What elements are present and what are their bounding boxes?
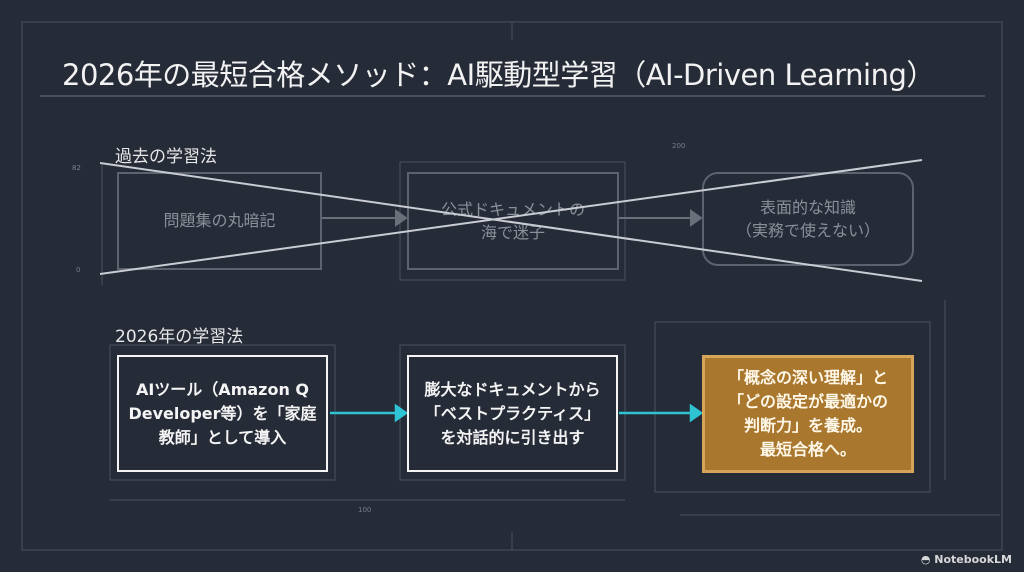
past-section-label: 過去の学習法 — [115, 147, 217, 167]
page-title: 2026年の最短合格メソッド：AI駆動型学習（AI-Driven Learnin… — [62, 58, 935, 92]
future-step-1: AIツール（Amazon Q Developer等）を「家庭 教師」として導入 — [117, 355, 328, 472]
brand-label: NotebookLM — [934, 553, 1012, 566]
notebooklm-icon: ◓ — [920, 553, 935, 566]
past-step-1: 問題集の丸暗記 — [117, 172, 322, 270]
future-step-2: 膨大なドキュメントから 「ベストプラクティス」 を対話的に引き出す — [407, 355, 618, 472]
dimension-label: 0 — [76, 266, 81, 274]
future-arrows — [330, 403, 704, 423]
dimension-label: 200 — [672, 142, 686, 150]
past-step-2: 公式ドキュメントの 海で迷子 — [407, 172, 619, 270]
past-arrows — [322, 209, 703, 227]
dimension-label: 100 — [358, 506, 372, 514]
notebooklm-logo: ◓ NotebookLM — [921, 553, 1012, 566]
future-section-label: 2026年の学習法 — [115, 327, 244, 347]
future-step-3-highlight: 「概念の深い理解」と 「どの設定が最適かの 判断力」を養成。 最短合格へ。 — [702, 355, 914, 473]
dimension-label: 82 — [72, 164, 81, 172]
